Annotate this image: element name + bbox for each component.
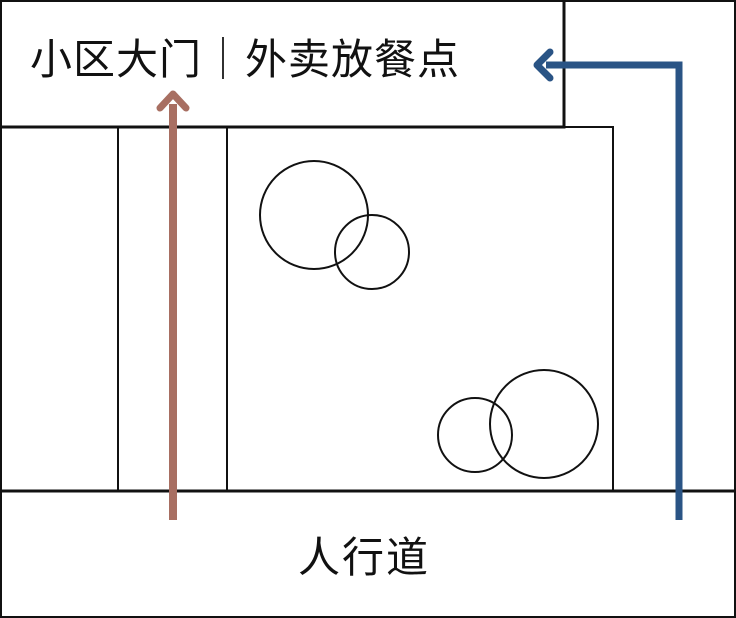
tree-circle [334, 214, 410, 290]
arrow-delivery-path [533, 48, 683, 520]
arrow-walk-path [156, 90, 190, 520]
tree-circle [437, 397, 513, 473]
lawn-outline [564, 126, 614, 491]
gate-pickup-label: 小区大门｜外卖放餐点 [30, 35, 461, 84]
tree-group-top [259, 160, 410, 290]
sidewalk-label: 人行道 [298, 533, 431, 582]
tree-circle [489, 369, 599, 479]
tree-group-bottom [437, 369, 599, 479]
tree-circle [259, 160, 369, 270]
